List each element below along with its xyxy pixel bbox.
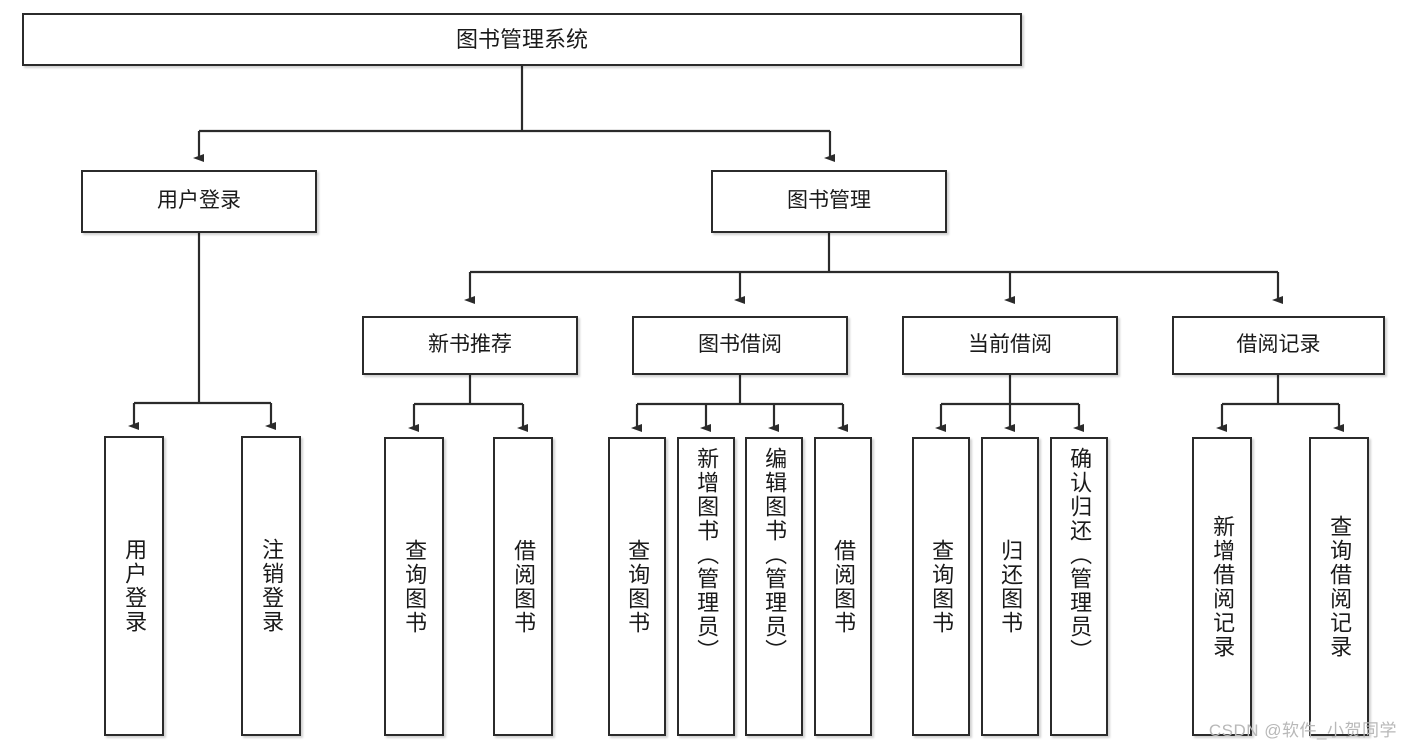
node-user-login[interactable]: 用户登录: [81, 170, 317, 233]
node-label: 查询图书: [625, 538, 651, 635]
node-book-management[interactable]: 图书管理: [711, 170, 947, 233]
leaf-record-add-record[interactable]: 新增借阅记录: [1192, 437, 1252, 736]
leaf-current-query-book[interactable]: 查询图书: [912, 437, 970, 736]
node-root-library-system[interactable]: 图书管理系统: [22, 13, 1022, 66]
node-label: 查询借阅记录: [1327, 514, 1353, 659]
node-new-book-recommend[interactable]: 新书推荐: [362, 316, 578, 375]
leaf-record-query-record[interactable]: 查询借阅记录: [1309, 437, 1369, 736]
node-label: 图书借阅: [698, 333, 782, 357]
node-label: 查询图书: [402, 538, 428, 635]
node-label: 归还图书: [998, 538, 1024, 635]
node-current-borrow[interactable]: 当前借阅: [902, 316, 1118, 375]
node-label: 新增图书（管理员）: [694, 447, 720, 663]
node-label: 当前借阅: [968, 333, 1052, 357]
node-label: 用户登录: [157, 189, 241, 213]
leaf-borrow-add-book-admin[interactable]: 新增图书（管理员）: [677, 437, 735, 736]
watermark: CSDN @软件_小贺同学: [1208, 721, 1397, 740]
node-label: 新增借阅记录: [1210, 514, 1236, 659]
node-borrow-record[interactable]: 借阅记录: [1172, 316, 1385, 375]
node-book-borrow[interactable]: 图书借阅: [632, 316, 848, 375]
leaf-current-return-book[interactable]: 归还图书: [981, 437, 1039, 736]
node-label: 编辑图书（管理员）: [762, 447, 788, 663]
node-label: 注销登录: [259, 538, 285, 634]
node-label: 图书管理系统: [455, 26, 588, 52]
node-label: 借阅图书: [831, 538, 857, 635]
node-label: 图书管理: [787, 189, 871, 213]
leaf-borrow-edit-book-admin[interactable]: 编辑图书（管理员）: [745, 437, 803, 736]
node-label: 借阅记录: [1236, 333, 1321, 357]
leaf-borrow-borrow-book[interactable]: 借阅图书: [814, 437, 872, 736]
node-label: 新书推荐: [428, 333, 512, 357]
leaf-current-confirm-return-admin[interactable]: 确认归还（管理员）: [1050, 437, 1108, 736]
node-label: 确认归还（管理员）: [1067, 447, 1093, 663]
leaf-borrow-query-book[interactable]: 查询图书: [608, 437, 666, 736]
leaf-user-login-login[interactable]: 用户登录: [104, 436, 164, 736]
leaf-recommend-query-book[interactable]: 查询图书: [384, 437, 444, 736]
leaf-recommend-borrow-book[interactable]: 借阅图书: [493, 437, 553, 736]
leaf-user-login-logout[interactable]: 注销登录: [241, 436, 301, 736]
node-label: 用户登录: [122, 538, 148, 634]
node-label: 查询图书: [929, 538, 955, 635]
node-label: 借阅图书: [511, 538, 537, 635]
